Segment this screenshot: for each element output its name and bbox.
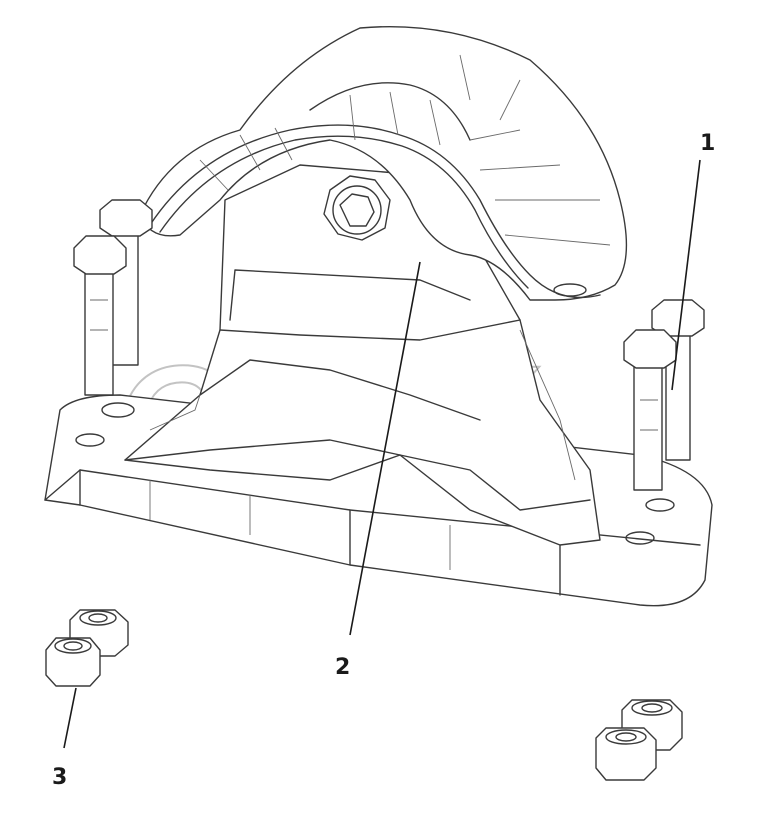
hex-nut: [45, 637, 101, 687]
stud-bolt-front-right: [623, 329, 677, 491]
stud-bolt-front-left: [73, 235, 127, 396]
mount-bracket: [44, 164, 713, 607]
rubber-saddle: [139, 25, 628, 301]
nut-set-left: [45, 609, 129, 687]
stud-bolts: [73, 199, 705, 491]
callout-3-label: 3: [52, 765, 67, 790]
front-hex-bolt: [323, 175, 391, 241]
stud-bolt-back-right: [651, 299, 705, 461]
callout-3-leader: [63, 687, 77, 749]
hex-nut: [595, 727, 657, 781]
callout-2-leader: [349, 261, 421, 636]
callout-1-label: 1: [700, 131, 715, 156]
nut-set-right: [595, 699, 683, 781]
callout-1-leader: [671, 159, 701, 391]
callout-2-label: 2: [335, 655, 350, 680]
